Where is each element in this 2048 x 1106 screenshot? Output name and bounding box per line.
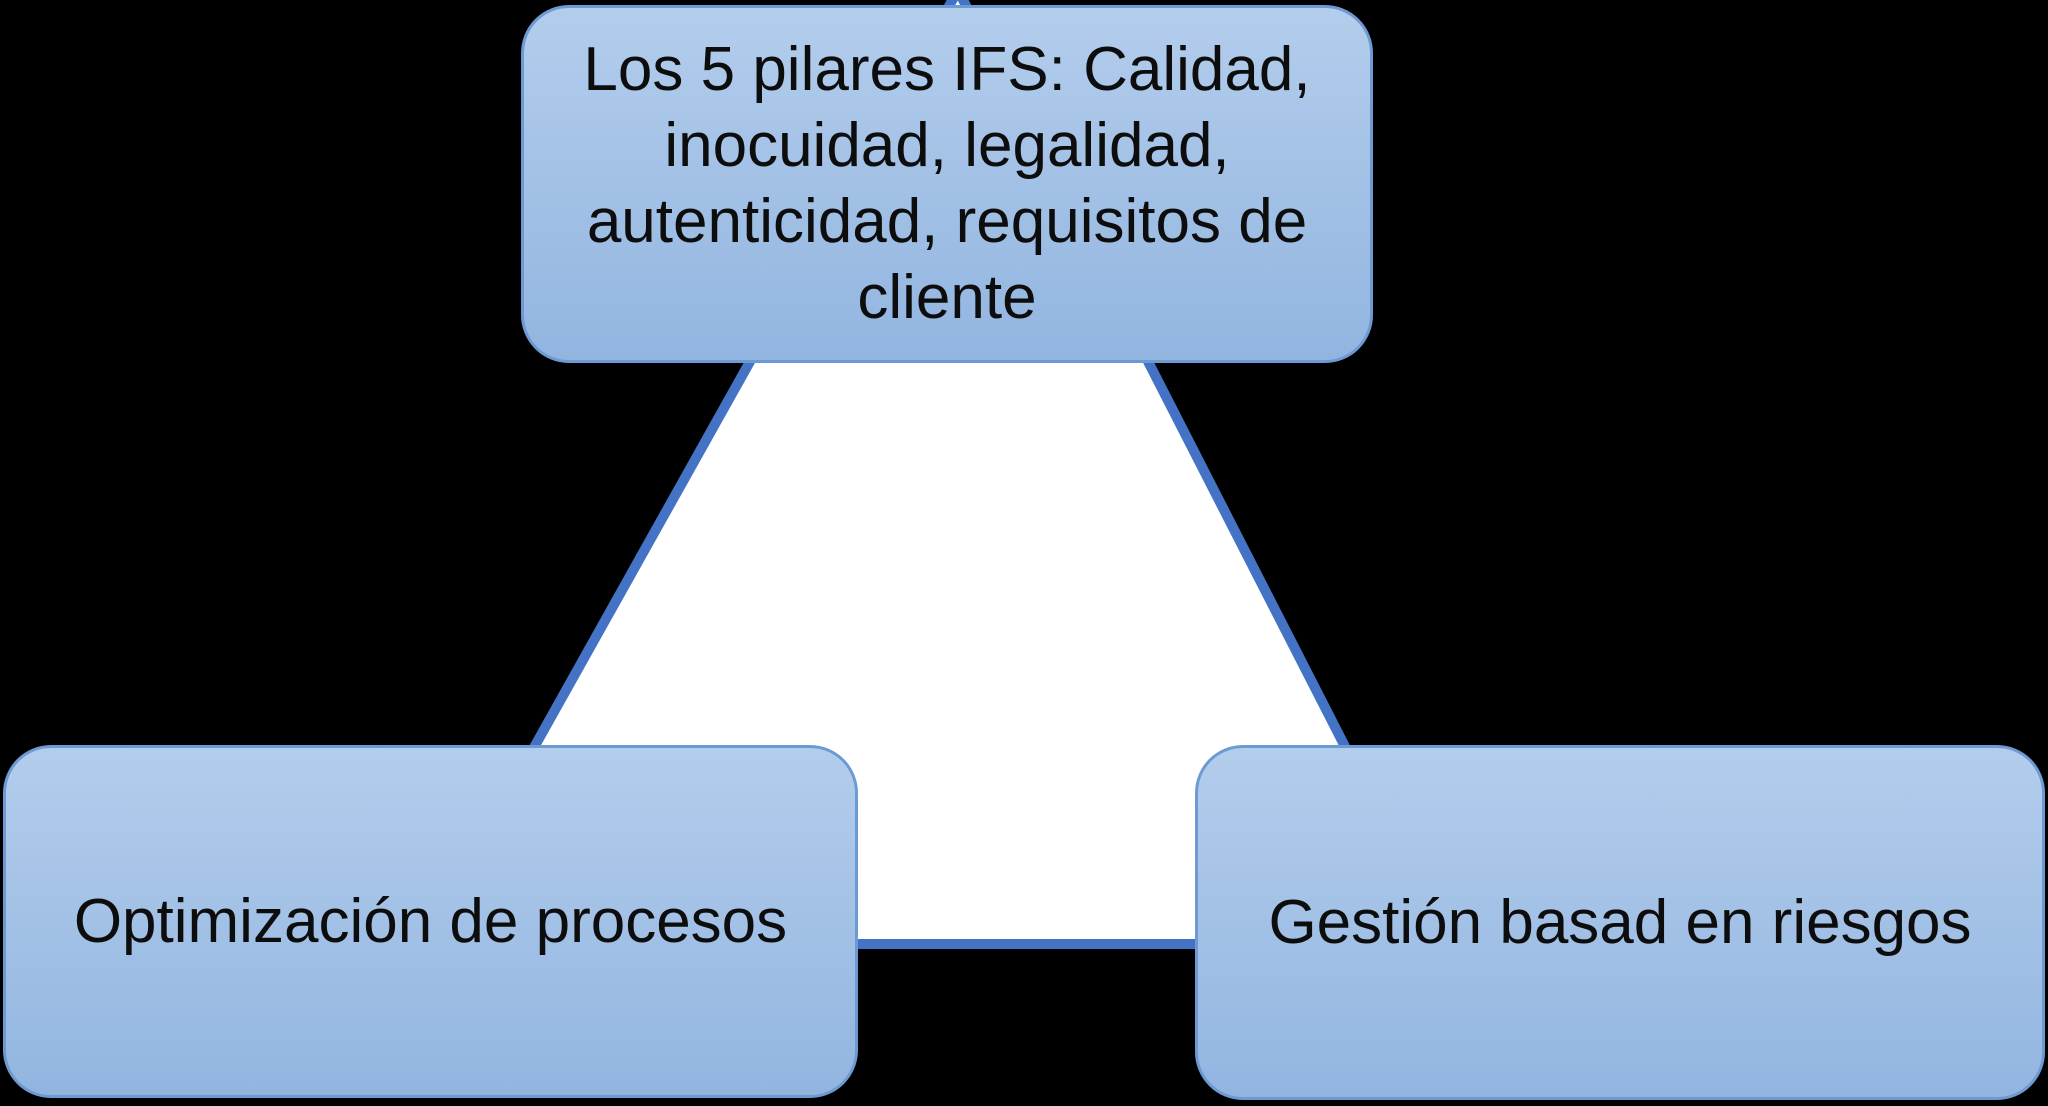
pillars-box: Los 5 pilares IFS: Calidad, inocuidad, l… bbox=[521, 5, 1373, 363]
pillars-box-label: Los 5 pilares IFS: Calidad, inocuidad, l… bbox=[583, 35, 1311, 332]
triangle bbox=[415, 0, 1455, 949]
risk-management-label: Gestión basad en riesgos bbox=[1268, 887, 1972, 957]
process-optimization-box: Optimización de procesos bbox=[3, 745, 858, 1098]
risk-management-box: Gestión basad en riesgos bbox=[1195, 745, 2045, 1100]
process-optimization-label: Optimización de procesos bbox=[73, 886, 788, 956]
